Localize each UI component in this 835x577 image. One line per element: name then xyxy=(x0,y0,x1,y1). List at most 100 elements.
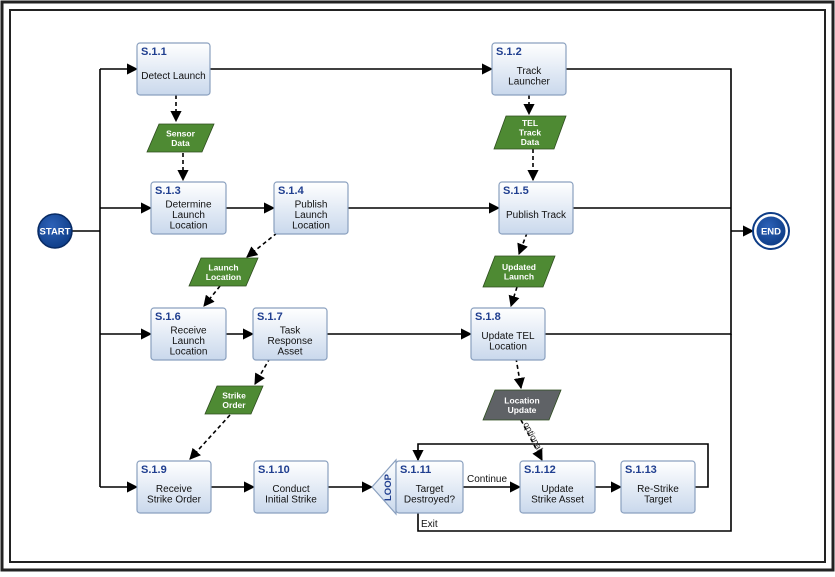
process-label-line: Location xyxy=(170,221,208,232)
continue-label: Continue xyxy=(467,474,507,485)
edge-s1-2-to-end xyxy=(566,68,732,231)
process-id: S.1.11 xyxy=(400,464,431,476)
data-label-line: Location xyxy=(504,395,539,405)
process-box xyxy=(150,307,227,361)
process-box xyxy=(136,460,212,514)
data-shape xyxy=(493,115,567,150)
data-shape xyxy=(482,389,562,421)
data-label-line: Data xyxy=(521,137,540,147)
edge-s1-13-loop-back xyxy=(412,443,709,488)
edge-s1-8-to-end xyxy=(545,231,732,335)
process-label-line: Destroyed? xyxy=(404,494,456,505)
process-label-line: Receive xyxy=(170,326,207,337)
dashed-s1-5-to-updated-launch xyxy=(517,232,528,256)
data-label-line: Data xyxy=(171,138,190,148)
process-box xyxy=(498,181,574,235)
data-label-line: TEL xyxy=(522,118,538,128)
process-label-line: Detect Launch xyxy=(141,71,206,82)
process-id: S.1.10 xyxy=(258,464,290,476)
process-id: S.1.12 xyxy=(524,464,556,476)
data-label-line: Strike xyxy=(222,390,246,400)
process-label-line: Launch xyxy=(172,210,205,221)
process-label-line: Receive xyxy=(156,484,193,495)
dashed-launch-location-to-s1-6 xyxy=(203,285,221,307)
data-label-line: Launch xyxy=(504,271,534,281)
data-label-line: Sensor xyxy=(166,128,196,138)
data-shape xyxy=(204,385,264,415)
process-box xyxy=(273,181,349,235)
process-label-line: Conduct xyxy=(272,484,309,495)
process-label-line: Track xyxy=(517,66,543,77)
data-label-line: Update xyxy=(508,405,537,415)
data-label-line: Location xyxy=(206,272,241,282)
process-box xyxy=(252,307,328,361)
process-id: S.1.6 xyxy=(155,311,181,323)
process-label-line: Location xyxy=(489,341,527,352)
process-id: S.1.5 xyxy=(503,185,529,197)
process-label-line: Launch xyxy=(172,336,205,347)
process-id: S.1.13 xyxy=(625,464,657,476)
data-label-line: Track xyxy=(519,128,541,138)
dashed-strike-order-to-s1-9 xyxy=(189,414,231,460)
data-objects: SensorDataTELTrackDataLaunchLocationUpda… xyxy=(146,115,567,421)
process-label-line: Publish xyxy=(295,200,328,211)
start-circle xyxy=(37,213,73,249)
dashed-s1-8-to-location-update xyxy=(513,357,525,390)
process-box xyxy=(491,42,567,96)
process-box xyxy=(150,181,227,235)
process-label-line: Task xyxy=(280,326,302,337)
dashed-updated-launch-to-s1-8 xyxy=(508,286,520,308)
start-node: START xyxy=(37,213,73,249)
data-label-line: Launch xyxy=(208,262,238,272)
data-shape xyxy=(482,255,556,288)
process-label-line: Strike Order xyxy=(147,494,202,505)
data-flow-lines xyxy=(170,95,543,461)
process-id: S.1.4 xyxy=(278,185,305,197)
dashed-s1-7-to-strike-order xyxy=(254,357,271,385)
end-node: END xyxy=(752,212,790,250)
process-label-line: Launcher xyxy=(508,76,550,87)
process-id: S.1.3 xyxy=(155,185,181,197)
process-label-line: Location xyxy=(170,347,208,358)
data-shape xyxy=(188,257,259,287)
process-label-line: Determine xyxy=(165,200,212,211)
process-label-line: Location xyxy=(292,221,330,232)
process-label-line: Target xyxy=(644,494,672,505)
process-label-line: Update xyxy=(541,484,574,495)
data-label-line: Updated xyxy=(502,262,536,272)
exit-label: Exit xyxy=(421,519,438,530)
process-id: S.1.9 xyxy=(141,464,167,476)
end-label: END xyxy=(761,227,781,238)
process-label-line: Publish Track xyxy=(506,210,567,221)
process-label-line: Initial Strike xyxy=(265,494,317,505)
process-id: S.1.2 xyxy=(496,46,522,58)
process-label-line: Re-Strike xyxy=(637,484,679,495)
process-id: S.1.1 xyxy=(141,46,167,58)
process-box xyxy=(253,460,329,514)
process-label-line: Target xyxy=(416,484,444,495)
process-box xyxy=(620,460,696,514)
process-id: S.1.8 xyxy=(475,311,501,323)
process-box xyxy=(136,42,211,96)
dashed-location-update-to-s1-12 xyxy=(520,419,543,461)
inner-border xyxy=(9,9,826,563)
data-label-line: Order xyxy=(222,400,246,410)
